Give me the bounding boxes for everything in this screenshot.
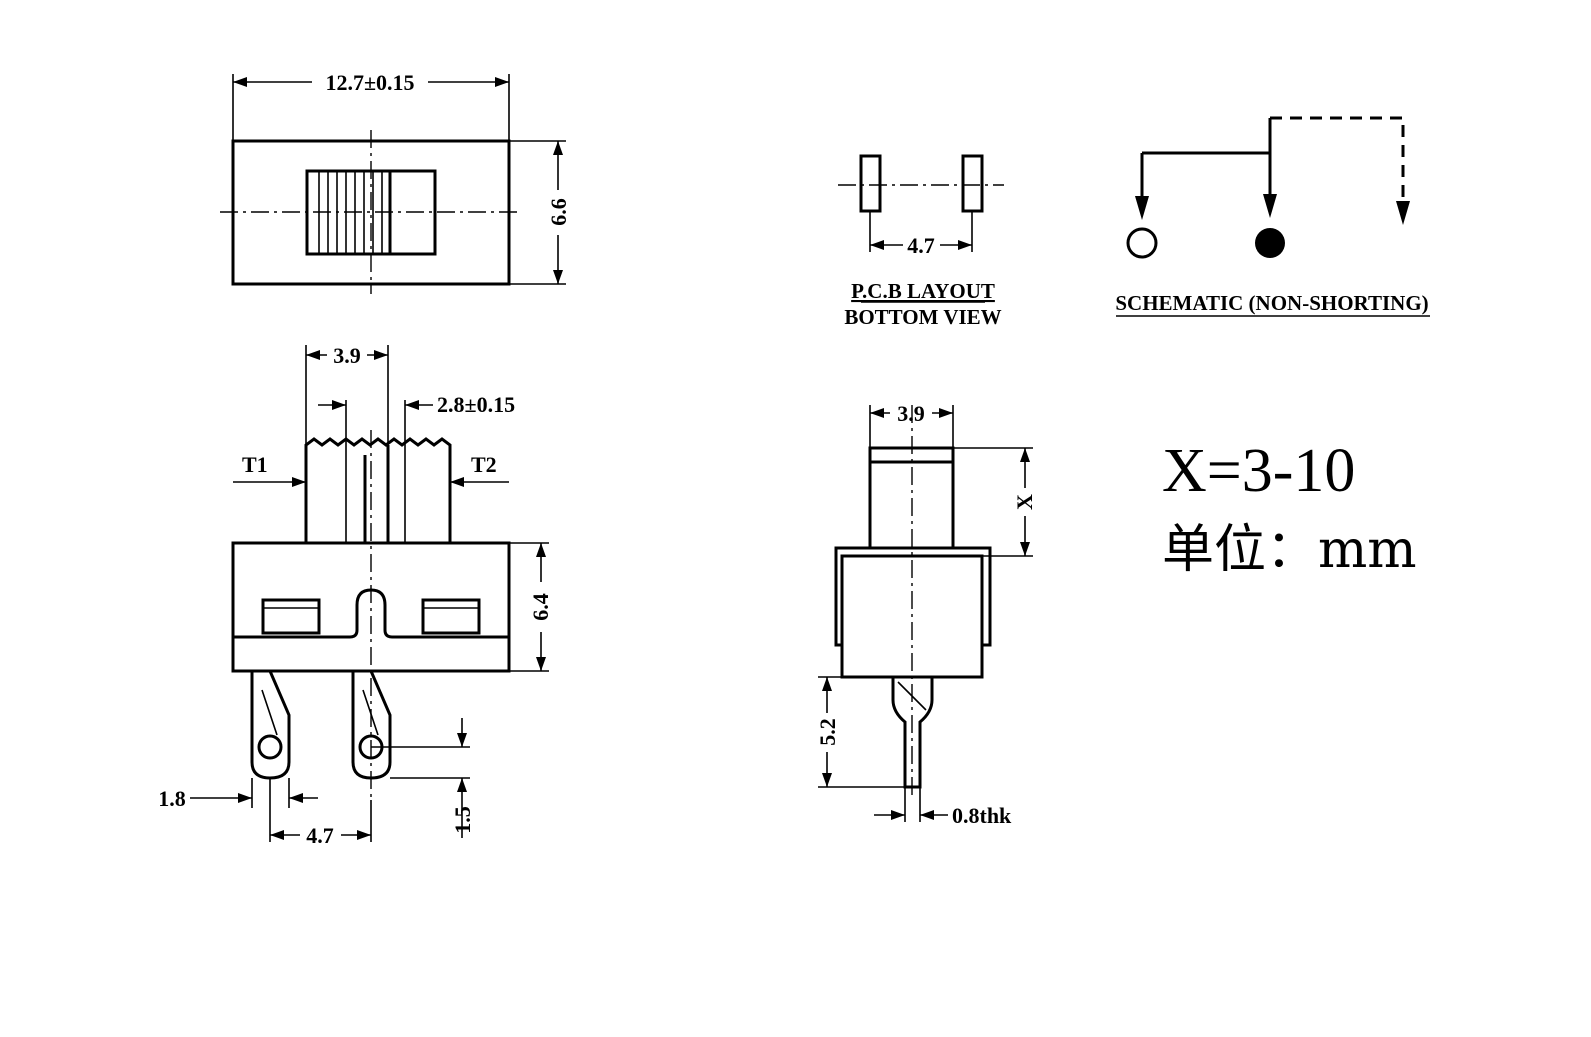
pcb-pad-right [961, 154, 984, 213]
schematic-caption: SCHEMATIC (NON-SHORTING) [1115, 291, 1428, 315]
t2-marker: T2 [450, 452, 509, 487]
schematic-alt-position [1270, 116, 1405, 205]
hole-offset-dimension: 1.5 [371, 718, 475, 838]
pcb-caption-line1: P.C.B LAYOUT [851, 279, 995, 303]
top-height-dimension: 6.6 [509, 140, 571, 285]
t1-marker: T1 [233, 452, 306, 487]
actuator-height-label: X [1012, 494, 1037, 510]
front-view: 3.9 2.8±0.15 T1 T2 [158, 343, 553, 848]
actuator-dimension: 3.9 [305, 343, 389, 445]
body-height-label: 6.4 [528, 593, 553, 621]
notes: X=3-10 单位：mm [1162, 437, 1417, 580]
top-view: 12.7±0.15 6.6 [220, 70, 571, 294]
body-height-dimension: 6.4 [509, 542, 553, 672]
top-width-label: 12.7±0.15 [325, 70, 414, 95]
pin-width-dimension: 1.8 [158, 778, 318, 811]
thickness-label: 0.8thk [952, 803, 1012, 828]
housing-window-left [261, 598, 321, 635]
pin-length-label: 5.2 [815, 718, 840, 746]
pin-length-dimension: 5.2 [815, 676, 905, 788]
side-view: 3.9 X 5.2 0 [815, 401, 1037, 828]
actuator-width-dimension: 2.8±0.15 [318, 392, 515, 445]
pcb-pitch-label: 4.7 [907, 233, 935, 258]
thickness-dimension: 0.8thk [874, 787, 1012, 828]
t1-label: T1 [242, 452, 268, 477]
unit-note: 单位：mm [1162, 520, 1417, 580]
schematic-arrow-center [1263, 194, 1277, 218]
pin-right [351, 670, 392, 780]
schematic-arrow-right [1396, 201, 1410, 225]
side-actuator-dimension: 3.9 [869, 401, 954, 448]
hole-offset-label: 1.5 [450, 806, 475, 834]
pin-left [250, 670, 291, 780]
side-actuator-label: 3.9 [897, 401, 925, 426]
schematic: SCHEMATIC (NON-SHORTING) [1115, 116, 1430, 317]
pcb-caption-line2: BOTTOM VIEW [844, 305, 1001, 329]
top-width-dimension: 12.7±0.15 [232, 70, 510, 141]
side-bracket [834, 546, 992, 647]
top-height-label: 6.6 [546, 198, 571, 226]
t2-label: T2 [471, 452, 497, 477]
pcb-pad-left [859, 154, 882, 213]
pin-pitch-label: 4.7 [306, 823, 334, 848]
actuator-outline [304, 437, 452, 543]
side-pin [891, 677, 934, 789]
schematic-open-contact-icon [1126, 227, 1158, 259]
x-range-note: X=3-10 [1162, 437, 1355, 505]
schematic-arrow-left [1135, 196, 1149, 220]
pin-pitch-dimension: 4.7 [269, 778, 372, 848]
housing-window-right [421, 598, 481, 635]
pin-width-label: 1.8 [158, 786, 186, 811]
pcb-layout: 4.7 P.C.B LAYOUT BOTTOM VIEW [838, 154, 1004, 329]
actuator-width-label: 2.8±0.15 [437, 392, 515, 417]
pin-left-hole [257, 734, 283, 760]
schematic-closed-contact-icon [1255, 228, 1285, 258]
actuator-dim-label: 3.9 [333, 343, 361, 368]
actuator-height-dimension: X [953, 447, 1037, 557]
